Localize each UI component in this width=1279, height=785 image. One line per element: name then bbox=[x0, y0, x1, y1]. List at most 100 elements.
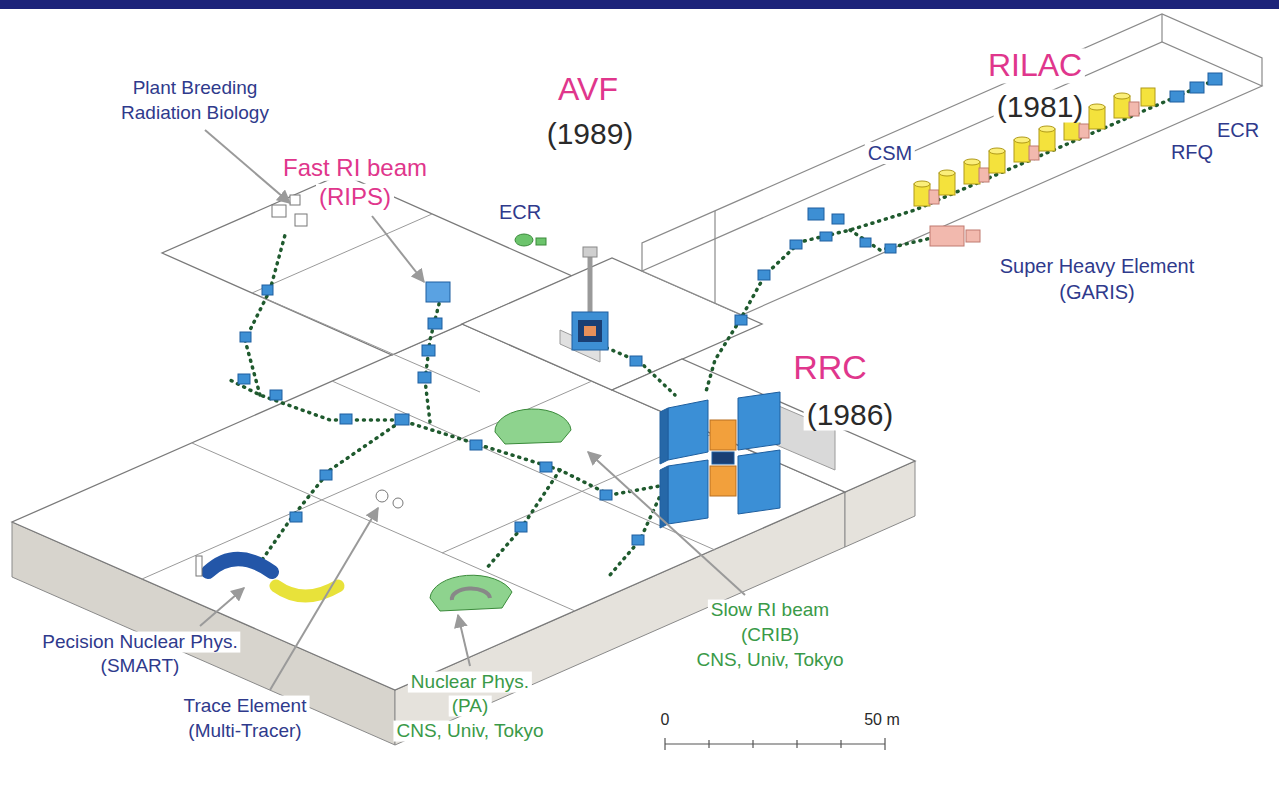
magnets-part bbox=[632, 535, 644, 545]
leader-arrows-part bbox=[200, 588, 244, 626]
facility-label: (Multi-Tracer) bbox=[185, 721, 304, 742]
rrc-cyclotron-part bbox=[738, 450, 780, 514]
linac-cavities-part bbox=[989, 148, 1005, 154]
avf-cyclotron-part bbox=[515, 234, 533, 246]
facility-label: Trace Element bbox=[181, 696, 310, 717]
leader-arrows-part bbox=[270, 508, 378, 690]
magnets-part bbox=[238, 374, 250, 384]
accelerator-name: AVF bbox=[555, 72, 621, 107]
avf-cyclotron-part bbox=[572, 312, 608, 350]
magnets-part bbox=[735, 315, 747, 325]
facility-label: Slow RI beam bbox=[708, 600, 832, 621]
facility-label: Plant Breeding bbox=[130, 78, 261, 99]
rrc-cyclotron-part bbox=[738, 392, 780, 450]
rrc-cyclotron-part bbox=[668, 460, 708, 524]
scale-label: 0 bbox=[658, 711, 673, 729]
beamline-label: (RIPS) bbox=[316, 184, 394, 210]
component-label: ECR bbox=[496, 201, 544, 223]
leader-arrows-part bbox=[205, 130, 290, 203]
magnets-part bbox=[1170, 91, 1184, 102]
scale-bar-part bbox=[796, 740, 797, 748]
linac-tunnel-part bbox=[642, 14, 1262, 271]
avf-cyclotron-part bbox=[578, 320, 602, 342]
magnets-part bbox=[340, 414, 352, 424]
spectrometers-part bbox=[430, 575, 512, 611]
facility-label: (GARIS) bbox=[1056, 281, 1138, 303]
magnets-part bbox=[600, 490, 612, 500]
beam-lines-part bbox=[262, 422, 400, 560]
linac-cavities-part bbox=[1089, 104, 1105, 110]
linac-cavities-part bbox=[939, 170, 955, 176]
magnets-part bbox=[320, 470, 332, 480]
year-label: (1986) bbox=[804, 398, 897, 431]
avf-cyclotron-part bbox=[536, 238, 546, 245]
component-label: RFQ bbox=[1168, 141, 1216, 163]
linac-cavities-part bbox=[1129, 102, 1139, 116]
avf-cyclotron-part bbox=[588, 255, 593, 312]
spectrometers bbox=[196, 409, 571, 611]
accelerator-name: RILAC bbox=[985, 48, 1085, 83]
magnets-part bbox=[758, 270, 770, 280]
linac-tunnel bbox=[642, 14, 1262, 315]
plant-breeding-rooms-part bbox=[290, 195, 300, 205]
leader-arrows bbox=[200, 130, 745, 690]
facility-label: (SMART) bbox=[98, 656, 183, 677]
beam-lines-part bbox=[245, 235, 285, 395]
rrc-cyclotron-part bbox=[660, 408, 668, 464]
magnets-part bbox=[395, 414, 409, 425]
linac-cavities-part bbox=[1141, 88, 1155, 106]
leader-arrows-part bbox=[458, 615, 470, 666]
scale-bar-part bbox=[840, 740, 841, 748]
header-bar bbox=[0, 0, 1279, 9]
facility-label: (PA) bbox=[449, 696, 492, 717]
scale-bar-part bbox=[752, 740, 753, 748]
scale-bar-part bbox=[884, 738, 885, 750]
year-label: (1981) bbox=[994, 90, 1087, 123]
rrc-cyclotron bbox=[660, 392, 780, 528]
magnets-part bbox=[820, 232, 832, 241]
building-slab-part bbox=[332, 381, 715, 550]
magnets-part bbox=[262, 285, 273, 295]
plant-breeding-rooms bbox=[272, 195, 307, 226]
magnets-part bbox=[426, 282, 450, 302]
magnets-part bbox=[428, 318, 442, 329]
building-slab-part bbox=[252, 214, 432, 293]
magnets-part bbox=[470, 440, 482, 450]
magnets-part bbox=[860, 238, 871, 247]
linac-cavities bbox=[914, 88, 1155, 206]
beam-lines-part bbox=[485, 470, 560, 570]
building-slab-part bbox=[192, 443, 575, 611]
plant-breeding-rooms-part bbox=[295, 214, 307, 226]
building-slab-part bbox=[262, 297, 480, 392]
facility-label: (CRIB) bbox=[738, 625, 802, 646]
linac-tunnel-part bbox=[642, 42, 1262, 315]
magnets-part bbox=[290, 512, 302, 522]
leader-arrows-part bbox=[588, 452, 745, 595]
scale-bar-part bbox=[708, 740, 709, 748]
spectrometers-part bbox=[393, 498, 403, 508]
linac-cavities-part bbox=[964, 159, 980, 165]
magnets-part bbox=[418, 372, 431, 383]
magnets-part bbox=[1208, 73, 1222, 85]
magnets-part bbox=[630, 356, 642, 366]
magnets-part bbox=[1190, 82, 1204, 93]
linac-cavities-part bbox=[1029, 146, 1039, 160]
avf-cyclotron bbox=[515, 234, 608, 350]
plant-breeding-rooms-part bbox=[272, 205, 286, 217]
facility-label: Nuclear Phys. bbox=[408, 672, 532, 693]
linac-cavities-part bbox=[914, 181, 930, 187]
spectrometers-part bbox=[495, 409, 571, 444]
garis-separator-part bbox=[966, 230, 980, 242]
scale-bar-part bbox=[664, 738, 665, 750]
linac-cavities-part bbox=[979, 168, 989, 182]
linac-cavities-part bbox=[929, 190, 939, 204]
magnets-part bbox=[885, 244, 896, 253]
facility-label: Super Heavy Element bbox=[997, 255, 1198, 277]
spectrometers-part bbox=[452, 588, 490, 600]
beam-lines bbox=[230, 80, 1215, 575]
rrc-cyclotron-part bbox=[710, 420, 736, 450]
spectrometers-part bbox=[208, 559, 272, 572]
magnets bbox=[238, 73, 1222, 545]
component-label: ECR bbox=[1214, 119, 1262, 141]
facility-label: Radiation Biology bbox=[118, 103, 272, 124]
